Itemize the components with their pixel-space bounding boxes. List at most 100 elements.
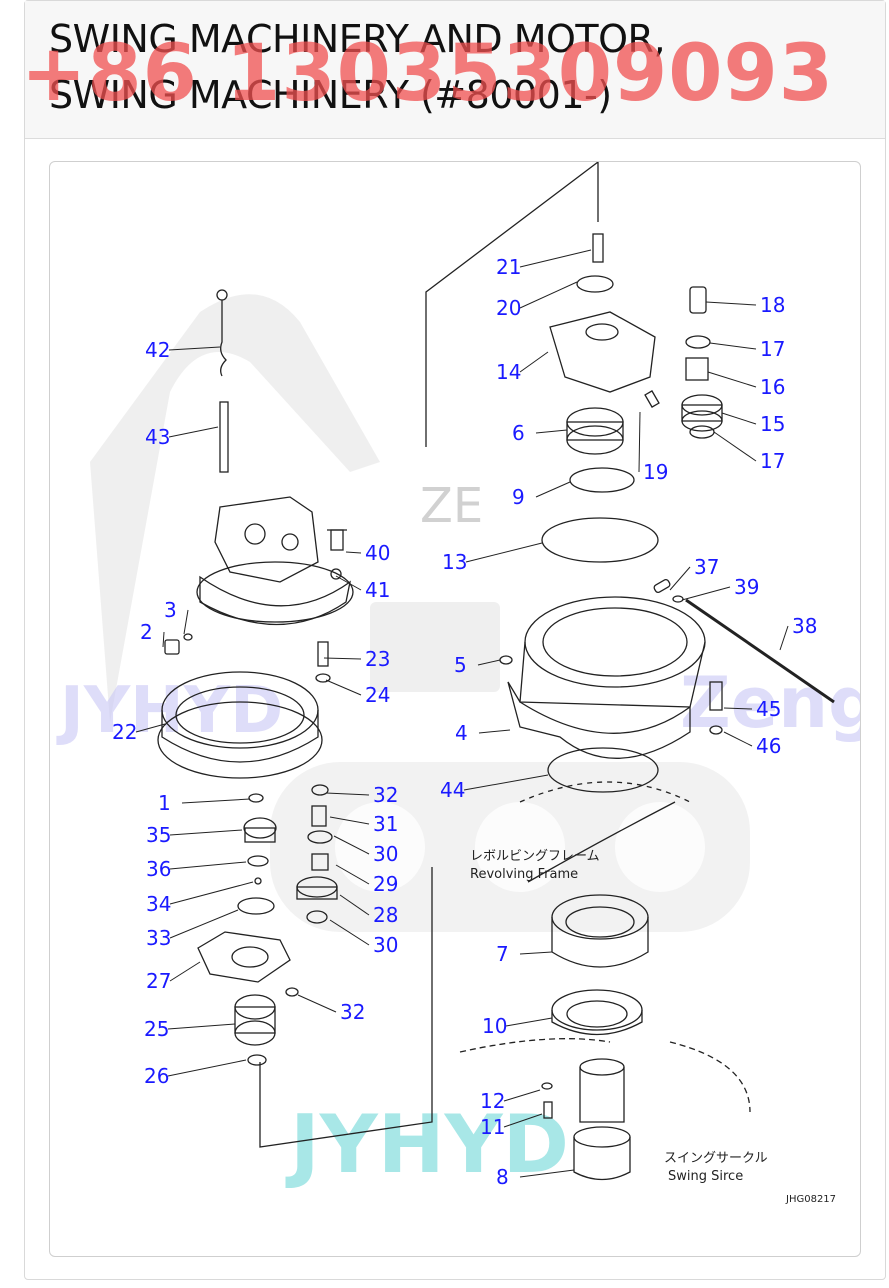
callout-leader-line [463,774,549,791]
callout-leader-line [519,351,549,373]
part-o-ring-44 [547,747,659,793]
part-callout-8: 8 [496,1165,509,1189]
part-callout-23: 23 [365,647,390,671]
part-callout-1: 1 [158,791,171,815]
part-callout-42: 42 [145,338,170,362]
part-carrier-14 [549,311,656,393]
part-callout-9: 9 [512,485,525,509]
callout-leader-line [329,919,370,946]
part-callout-45: 45 [756,697,781,721]
callout-leader-line [713,431,757,462]
part-callout-14: 14 [496,360,521,384]
callout-leader-line [169,909,239,939]
circle-label-jp: スイングサークル [664,1151,768,1166]
part-callout-18: 18 [760,293,785,317]
excavator-watermark [90,294,750,932]
logo-watermark: ZE [420,478,483,534]
callout-leader-line [519,1169,575,1178]
card-header: SWING MACHINERY AND MOTOR, SWING MACHINE… [21,1,885,139]
part-callout-25: 25 [144,1017,169,1041]
part-callout-19: 19 [643,460,668,484]
callout-leader-line [325,679,362,696]
callout-leader-line [638,411,641,473]
callout-leader-line [297,994,337,1013]
part-callout-17: 17 [760,337,785,361]
callout-leader-line [335,575,362,591]
part-callout-30: 30 [373,842,398,866]
part-callout-27: 27 [146,969,171,993]
part-callout-46: 46 [756,734,781,758]
part-callout-7: 7 [496,942,509,966]
part-callout-11: 11 [480,1115,505,1139]
watermark-left: JYHYD [56,674,283,748]
callout-leader-line [335,864,370,885]
callout-leader-line [723,707,753,710]
watermark-bottom: JYHYD [285,1098,569,1191]
part-callout-38: 38 [792,614,817,638]
part-callout-21: 21 [496,255,521,279]
part-ring-gear [157,671,323,779]
exploded-parts-diagram: ZE JYHYD Zeng JYHYD [49,161,861,1257]
callout-leader-line [503,1113,543,1128]
part-callout-37: 37 [694,555,719,579]
callout-leader-line [333,835,370,855]
part-callout-10: 10 [482,1014,507,1038]
callout-leader-line [168,426,219,438]
callout-leader-line [183,609,189,635]
part-callout-33: 33 [146,926,171,950]
callout-leader-line [323,657,362,660]
callout-leader-line [705,301,757,306]
part-callout-13: 13 [442,550,467,574]
part-dipstick [216,289,229,473]
part-callout-28: 28 [373,903,398,927]
title-line-2: SWING MACHINERY (#80001-) [49,73,612,117]
part-callout-6: 6 [512,421,525,445]
callout-leader-line [477,659,501,666]
drawing-code: JHG08217 [785,1194,836,1205]
callout-leader-line [169,881,254,905]
part-callout-17: 17 [760,449,785,473]
diagram-svg: ZE JYHYD Zeng JYHYD [56,162,860,1205]
part-callout-44: 44 [440,778,465,802]
callout-leader-line [169,961,201,982]
page-title: SWING MACHINERY AND MOTOR, SWING MACHINE… [49,11,849,123]
part-housing-4 [507,596,706,759]
callout-leader-line [167,1023,236,1030]
part-o-ring-13 [541,517,659,563]
callout-leader-line [168,346,221,351]
callout-leader-line [681,586,731,601]
callout-leader-line [162,631,165,648]
part-swing-motor [196,496,354,626]
part-callout-39: 39 [734,575,759,599]
callout-leader-line [325,792,370,796]
title-line-1: SWING MACHINERY AND MOTOR, [49,17,666,61]
frame-label-en: Revolving Frame [470,867,578,882]
part-callout-15: 15 [760,412,785,436]
callout-leader-line [169,861,247,870]
part-carrier-plate [197,931,291,983]
callout-leader-line [465,542,543,563]
callout-leader-line [503,1089,541,1102]
part-bolt-23 [317,641,329,667]
callout-leader-line [519,951,553,955]
callout-leader-line [535,429,568,434]
part-callout-24: 24 [365,683,390,707]
part-bolt-21 [592,233,604,263]
part-callout-31: 31 [373,812,398,836]
callout-leader-line [519,249,592,268]
callout-leader-line [135,723,166,733]
callout-leader-line [169,829,243,836]
part-callout-30: 30 [373,933,398,957]
part-callout-2: 2 [140,620,153,644]
part-callout-20: 20 [496,296,521,320]
part-callout-5: 5 [454,653,467,677]
circle-label-en: Swing Sirce [668,1169,743,1184]
callout-leader-line [721,412,757,425]
part-callout-41: 41 [365,578,390,602]
part-callout-4: 4 [455,721,468,745]
callout-leader-line [339,894,370,916]
part-seal-10 [551,989,643,1036]
callout-layer: 4243234041232422135363433272526323130292… [112,249,817,1189]
callout-leader-line [345,551,362,554]
part-callout-26: 26 [144,1064,169,1088]
